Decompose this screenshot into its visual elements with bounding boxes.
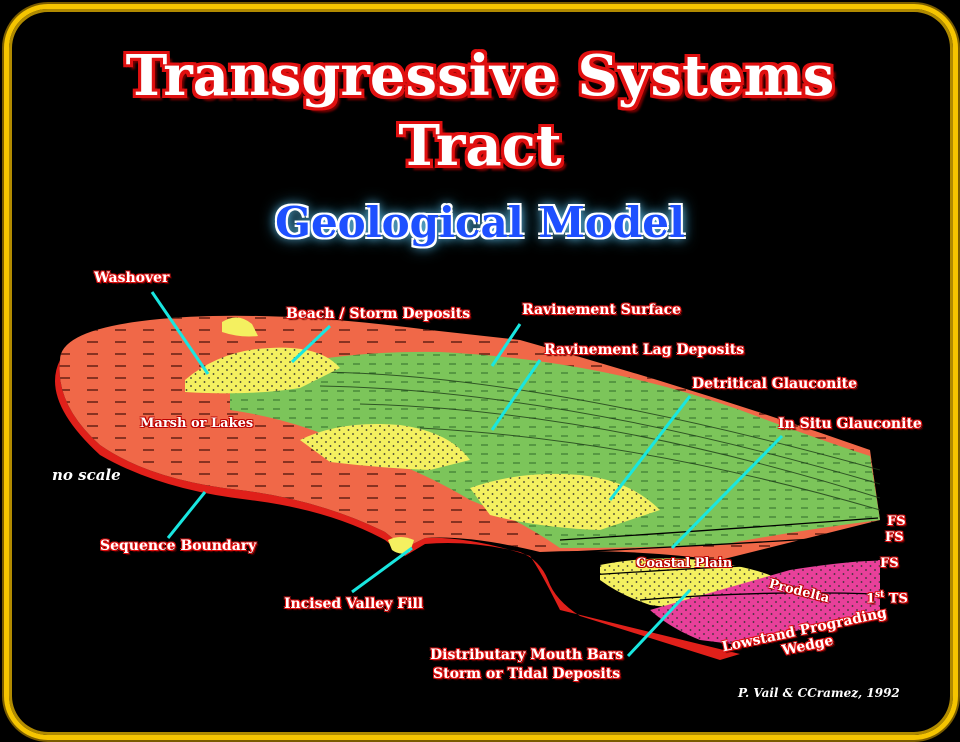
label-mouth-bars-line-2: Storm or Tidal Deposits bbox=[433, 666, 621, 682]
label-washover: Washover bbox=[94, 270, 170, 286]
label-marsh-or-lakes: Marsh or Lakes bbox=[140, 416, 254, 431]
label-ravinement-surface: Ravinement Surface bbox=[522, 302, 681, 318]
ts-superscript: st bbox=[875, 590, 885, 600]
label-incised-valley-fill: Incised Valley Fill bbox=[284, 596, 424, 612]
ts-number: 1 bbox=[866, 591, 876, 607]
label-fs-3: FS bbox=[880, 556, 899, 571]
pointer-lines bbox=[150, 291, 784, 658]
no-scale-note: no scale bbox=[52, 466, 121, 484]
subtitle: Geological Model bbox=[275, 198, 685, 247]
label-in-situ-glauconite: In Situ Glauconite bbox=[778, 416, 922, 432]
label-beach-storm-deposits: Beach / Storm Deposits bbox=[286, 306, 471, 322]
label-ravinement-lag-deposits: Ravinement Lag Deposits bbox=[544, 342, 745, 358]
label-coastal-plain: Coastal Plain bbox=[636, 556, 733, 571]
label-fs-2: FS bbox=[885, 530, 904, 545]
credit: P. Vail & CCramez, 1992 bbox=[738, 686, 900, 700]
ts-text: TS bbox=[884, 591, 908, 607]
label-distributary-mouth-bars: Distributary Mouth Bars Storm or Tidal D… bbox=[430, 646, 623, 684]
label-first-ts: 1st TS bbox=[866, 590, 908, 606]
label-sequence-boundary: Sequence Boundary bbox=[100, 538, 257, 554]
washover-mound bbox=[222, 317, 258, 337]
title-line-1: Transgressive Systems bbox=[125, 43, 835, 109]
label-detrital-glauconite: Detritical Glauconite bbox=[692, 376, 858, 392]
title-line-2: Tract bbox=[398, 113, 562, 179]
label-fs-1: FS bbox=[887, 514, 906, 529]
label-mouth-bars-line-1: Distributary Mouth Bars bbox=[430, 647, 624, 663]
